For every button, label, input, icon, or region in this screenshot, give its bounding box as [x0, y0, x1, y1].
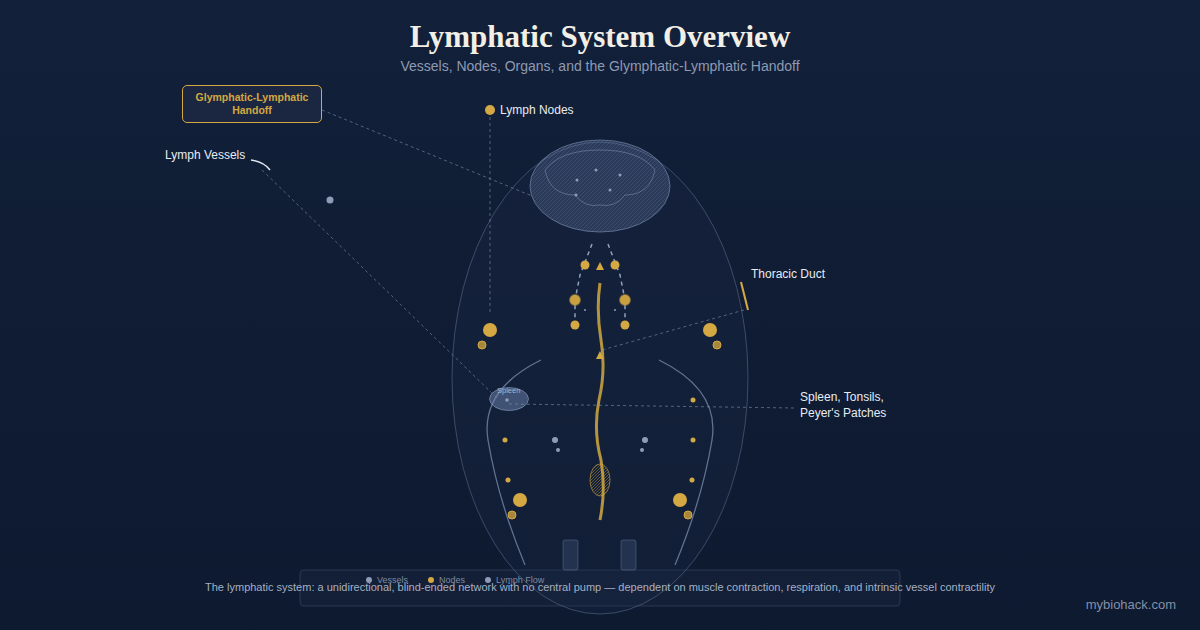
vessel-mark [251, 160, 270, 170]
leg [621, 540, 636, 570]
head-brain [530, 140, 670, 232]
legend: Vessels Nodes Lymph Flow [366, 575, 564, 585]
callout-box: Glymphatic-Lymphatic Handoff [182, 85, 322, 123]
legend-swatch [366, 577, 372, 583]
part-label: Thoracic Duct [751, 266, 825, 282]
legend-item: Vessels [366, 575, 408, 585]
watermark: mybiohack.com [1060, 597, 1176, 612]
node-mark [485, 105, 495, 115]
legend-text: Vessels [377, 575, 408, 585]
node-text: Glymphatic-Lymphatic Handoff [193, 91, 311, 117]
legend-swatch [485, 577, 491, 583]
thoracic-duct [590, 262, 610, 520]
legend-text: Lymph Flow [496, 575, 544, 585]
legend-item: Nodes [428, 575, 465, 585]
subtitle: Vessels, Nodes, Organs, and the Glymphat… [0, 58, 1200, 74]
diagram-caption: The lymphatic system: a unidirectional, … [100, 581, 1100, 593]
organ-ellipse: Spleen [489, 387, 529, 411]
duct-mark [741, 282, 748, 310]
lymph-nodes [478, 261, 721, 520]
part-label: Lymph Nodes [500, 102, 574, 118]
part-label: Lymph Vessels [165, 147, 245, 163]
legend-swatch [428, 577, 434, 583]
leg [563, 540, 578, 570]
legend-item: Lymph Flow [485, 575, 544, 585]
leader-lines [262, 110, 795, 408]
node-text: Spleen [497, 386, 520, 395]
legend-text: Nodes [439, 575, 465, 585]
diagram-title: Lymphatic System Overview [0, 19, 1200, 55]
flow-dots [327, 197, 649, 453]
part-label: Spleen, Tonsils, Peyer's Patches [800, 389, 912, 421]
